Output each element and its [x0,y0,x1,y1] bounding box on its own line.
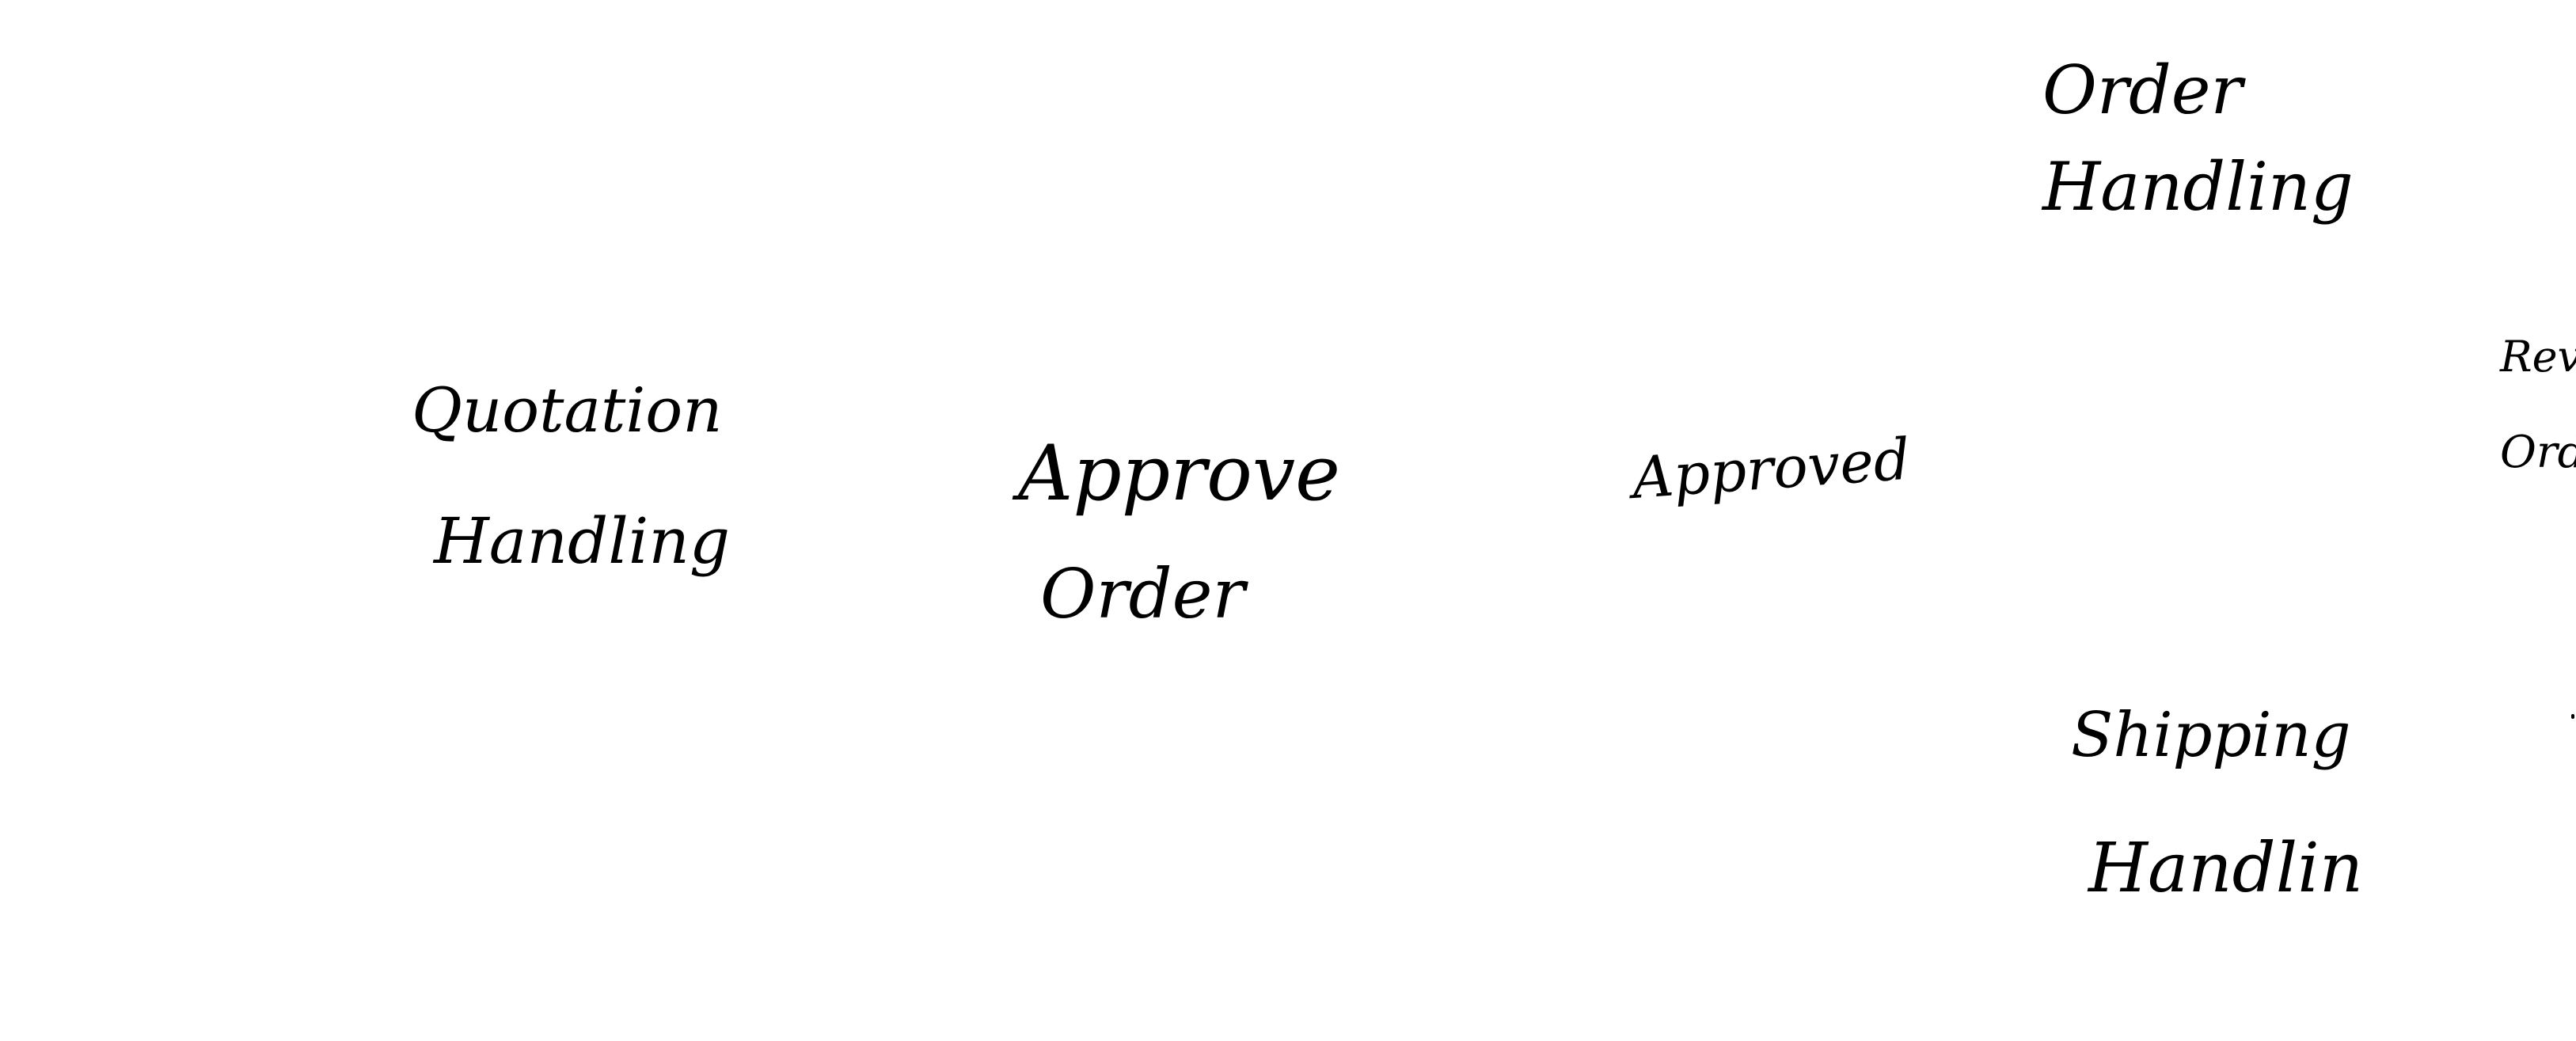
ink-mark [2571,714,2574,719]
shipping-handling-line-2: Handlin [2088,829,2364,908]
review-order-label: Revie Order [2500,336,2576,475]
review-order-line-1: Revie [2500,332,2576,382]
quotation-handling-line-1: Quotation [412,375,723,446]
approve-order-line-2: Order [1040,555,1245,634]
review-order-line-2: Order [2500,427,2576,478]
order-handling-label: Order Handling [2042,57,2354,220]
shipping-handling-line-1: Shipping [2071,700,2351,771]
approve-order-line-1: Approve [1018,429,1340,518]
approve-order-label: Approve Order [1018,435,1340,629]
shipping-handling-label: Shipping Handlin [2071,705,2363,902]
order-handling-line-1: Order [2042,51,2243,129]
quotation-handling-label: Quotation Handling [412,380,730,573]
order-handling-line-2: Handling [2042,148,2354,226]
approved-label: Approved [1630,426,1912,511]
quotation-handling-line-2: Handling [434,504,731,578]
approved-text: Approved [1630,425,1913,511]
